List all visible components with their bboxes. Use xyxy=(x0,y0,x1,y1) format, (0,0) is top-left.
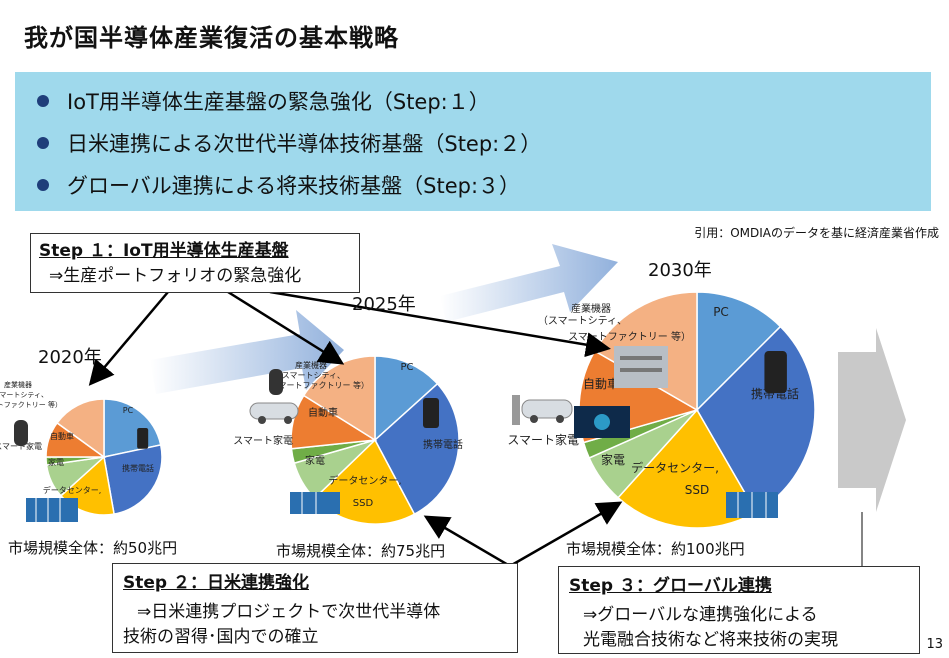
bullet-icon xyxy=(37,95,49,107)
cockpit-image-icon xyxy=(574,406,630,438)
pie-label-mobile: 携帯電話 xyxy=(751,386,799,401)
pie-label-auto: 自動車 xyxy=(583,377,619,391)
pie-slice-dc xyxy=(616,408,758,529)
pie-label-home: 家電 xyxy=(305,454,325,467)
pie-slice-industry xyxy=(56,398,105,459)
step3-desc-line1: ⇒グローバルな連携強化による xyxy=(583,605,818,625)
factory-image-icon xyxy=(614,346,668,388)
pie-label-home: 家電 xyxy=(48,457,64,467)
source-note: 引用：OMDIAのデータを基に経済産業省作成 xyxy=(694,226,939,240)
step3-title: Step ３：グローバル連携 xyxy=(569,576,772,596)
step2-title: Step ２：日米連携強化 xyxy=(123,573,309,593)
next-arrow xyxy=(838,328,906,512)
step1-box: Step １：IoT用半導体生産基盤 ⇒生産ポートフォリオの緊急強化 xyxy=(30,233,360,293)
step2-desc-line2: 技術の習得･国内での確立 xyxy=(123,627,319,647)
pie-label-dc: データセンター, xyxy=(43,485,102,495)
pie-slice-mobile xyxy=(103,444,163,515)
pie-slice-pc xyxy=(696,291,782,412)
step3-box: Step ３：グローバル連携 ⇒グローバルな連携強化による 光電融合技術など将来… xyxy=(558,566,920,654)
year-label-2025: 2025年 xyxy=(352,294,416,315)
smart-speaker-icon xyxy=(269,369,283,395)
car-icon xyxy=(521,399,573,423)
pie-label-ssd: SSD xyxy=(685,483,709,497)
pie-label-pc: PC xyxy=(123,406,134,415)
connector-step2-2025 xyxy=(423,515,511,568)
server-rack-icon xyxy=(26,498,78,522)
pie-label-smart_home: スマート家電 xyxy=(233,434,293,447)
step2-desc-line1: ⇒日米連携プロジェクトで次世代半導体 xyxy=(137,602,441,622)
pie-label-industry: （スマートシティ、 xyxy=(538,315,627,327)
pie-slice-pc xyxy=(374,355,439,442)
smartphone-icon xyxy=(423,398,439,428)
market-size-2025: 市場規模全体：約75兆円 xyxy=(276,542,446,560)
connector-step1-2025 xyxy=(227,290,345,365)
pie-label-dc: データセンター, xyxy=(328,474,401,487)
goal-item: 日米連携による次世代半導体技術基盤（Step:２） xyxy=(37,128,541,158)
goal-item: グローバル連携による将来技術基盤（Step:３） xyxy=(37,170,520,200)
page-title: 我が国半導体産業復活の基本戦略 xyxy=(24,24,399,52)
pie-label-industry: 産業機器 xyxy=(571,302,611,315)
smartphone-icon xyxy=(764,351,787,394)
smart-speaker-icon xyxy=(14,420,28,446)
step2-box: Step ２：日米連携強化 ⇒日米連携プロジェクトで次世代半導体 技術の習得･国… xyxy=(112,563,518,653)
step1-desc: ⇒生産ポートフォリオの緊急強化 xyxy=(49,266,302,286)
growth-arrow-2 xyxy=(440,244,618,322)
bullet-icon xyxy=(37,179,49,191)
pie-label-ssd: SSD xyxy=(353,498,374,509)
pie-label-auto: 自動車 xyxy=(308,406,338,419)
pie-label-pc: PC xyxy=(713,305,729,319)
pie-label-industry: スマートファクトリー 等） xyxy=(271,380,369,390)
connector-step2-2030 xyxy=(509,501,623,568)
server-rack-icon xyxy=(726,492,778,518)
pie-label-industry: 産業機器 xyxy=(295,360,327,370)
goal-item: IoT用半導体生産基盤の緊急強化（Step:１） xyxy=(37,86,490,116)
pie-label-mobile: 携帯電話 xyxy=(122,463,154,473)
pie-label-auto: 自動車 xyxy=(50,431,74,441)
year-label-2030: 2030年 xyxy=(648,260,712,281)
page-number: 13 xyxy=(926,637,943,652)
market-size-2020: 市場規模全体：約50兆円 xyxy=(8,539,178,557)
pie-slice-industry xyxy=(302,355,376,442)
pie-label-industry: スマートファクトリー 等） xyxy=(568,330,691,343)
pie-chart-2020: PC携帯電話データセンター,家電スマート家電自動車産業機器（スマートシティ、スマ… xyxy=(0,380,163,516)
pie-label-home: 家電 xyxy=(601,452,625,467)
pie-label-dc: データセンター, xyxy=(631,460,719,475)
pie-label-industry: （スマートシティ、 xyxy=(0,391,48,399)
step3-desc-line2: 光電融合技術など将来技術の実現 xyxy=(583,630,838,650)
goals-panel: IoT用半導体生産基盤の緊急強化（Step:１） 日米連携による次世代半導体技術… xyxy=(15,72,931,211)
step1-title: Step １：IoT用半導体生産基盤 xyxy=(39,241,289,261)
pie-label-industry: 産業機器 xyxy=(4,380,32,389)
market-size-2030: 市場規模全体：約100兆円 xyxy=(566,540,745,558)
smart-speaker-icon xyxy=(512,395,520,425)
pie-label-pc: PC xyxy=(400,362,413,373)
pie-label-industry: （スマートシティ、 xyxy=(274,371,345,380)
bullet-icon xyxy=(37,137,49,149)
connector-step1-2020 xyxy=(88,291,169,386)
connector-step1-2030 xyxy=(269,290,611,358)
smartphone-icon xyxy=(137,428,149,449)
pie-label-mobile: 携帯電話 xyxy=(423,438,463,451)
year-label-2020: 2020年 xyxy=(38,347,102,368)
pie-label-smart_home: スマート家電 xyxy=(507,432,579,447)
server-rack-icon xyxy=(290,492,340,514)
growth-arrow-1 xyxy=(150,310,344,394)
pie-label-industry: スマートファクトリー 等） xyxy=(0,400,62,409)
car-icon xyxy=(249,402,299,424)
